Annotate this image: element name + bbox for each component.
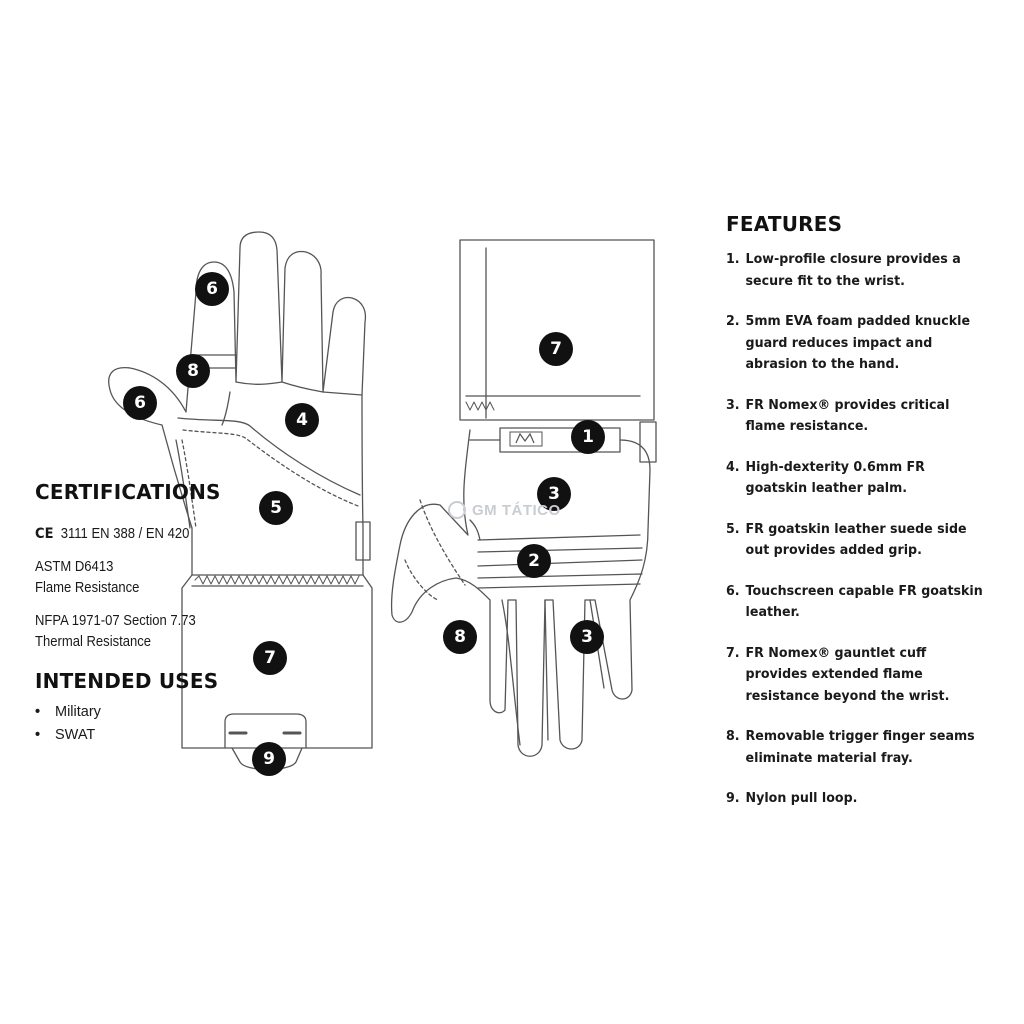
feature-text: 5mm EVA foam padded knuckle guard reduce… [745,313,971,372]
features-list: 1. Low-profile closure provides a secure … [726,249,1006,810]
back-glove-outline [390,239,657,757]
feature-item-6: 6. Touchscreen capable FR goatskin leathe… [726,581,986,624]
cert-nfpa: NFPA 1971-07 Section 7.73 Thermal Resist… [35,611,255,653]
bullet-icon: • [35,704,41,720]
feature-text: FR Nomex® gauntlet cuff provides extende… [745,644,950,704]
callout-palm-8: 8 [176,354,210,388]
cert-nfpa-description: Thermal Resistance [35,634,152,650]
feature-number: 5. [726,520,740,537]
feature-text: Touchscreen capable FR goatskin leather. [745,582,983,621]
watermark-logo-icon [448,501,466,519]
feature-text: Low-profile closure provides a secure fi… [745,251,961,289]
callout-back-3-top: 3 [537,477,571,511]
cert-astm-description: Flame Resistance [35,580,140,596]
features-panel: FEATURES 1. Low-profile closure provides … [726,212,1006,829]
brand-logo-mark [509,431,543,447]
feature-number: 1. [726,251,740,267]
feature-text: High-dexterity 0.6mm FR goatskin leather… [745,458,925,497]
intended-uses-heading: INTENDED USES [35,669,219,693]
use-item-swat: • SWAT [35,724,255,747]
feature-text: Removable trigger finger seams eliminate… [745,728,975,766]
callout-back-7: 7 [539,332,573,366]
feature-item-5: 5. FR goatskin leather suede side out pro… [726,519,986,562]
watermark: GM TÁTICO [448,501,561,519]
feature-item-8: 8. Removable trigger finger seams elimina… [726,726,986,769]
feature-item-2: 2. 5mm EVA foam padded knuckle guard redu… [726,311,986,376]
cert-ce: CE 3111 EN 388 / EN 420 [35,524,255,545]
feature-item-9: 9. Nylon pull loop. [726,788,986,810]
feature-text: FR goatskin leather suede side out provi… [745,520,967,559]
callout-palm-9: 9 [252,742,286,776]
callout-palm-6-thumb: 6 [123,386,157,420]
bullet-icon: • [35,727,41,743]
cert-ce-text: 3111 EN 388 / EN 420 [60,526,190,542]
callout-back-1: 1 [571,420,605,454]
certifications-heading: CERTIFICATIONS [35,480,221,504]
feature-text: FR Nomex® provides critical flame resist… [745,396,950,435]
callout-palm-7: 7 [253,641,287,675]
callout-palm-5: 5 [259,491,293,525]
certifications-panel: CERTIFICATIONS CE 3111 EN 388 / EN 420 A… [35,480,255,747]
feature-number: 4. [726,458,740,475]
feature-number: 2. [726,313,740,329]
callout-back-2: 2 [517,544,551,578]
feature-number: 8. [726,728,740,744]
use-item-label: SWAT [55,727,96,743]
feature-number: 3. [726,396,740,413]
features-heading: FEATURES [726,212,843,236]
watermark-text: GM TÁTICO [472,501,561,519]
cert-astm: ASTM D6413 Flame Resistance [35,557,255,599]
feature-item-4: 4. High-dexterity 0.6mm FR goatskin leath… [726,457,986,500]
feature-number: 7. [726,644,740,661]
feature-item-3: 3. FR Nomex® provides critical flame resi… [726,395,986,438]
use-item-label: Military [55,704,101,720]
feature-number: 6. [726,582,740,599]
callout-palm-6-finger: 6 [195,272,229,306]
callout-back-8: 8 [443,620,477,654]
feature-item-7: 7. FR Nomex® gauntlet cuff provides exten… [726,643,986,708]
use-item-military: • Military [35,701,255,724]
ce-mark-icon: CE [35,526,54,542]
callout-palm-4: 4 [285,403,319,437]
callout-back-3-fingers: 3 [570,620,604,654]
feature-number: 9. [726,790,740,806]
feature-text: Nylon pull loop. [745,790,858,806]
cert-astm-standard: ASTM D6413 [35,559,114,575]
feature-item-1: 1. Low-profile closure provides a secure … [726,249,986,292]
cert-nfpa-standard: NFPA 1971-07 Section 7.73 [35,613,196,629]
